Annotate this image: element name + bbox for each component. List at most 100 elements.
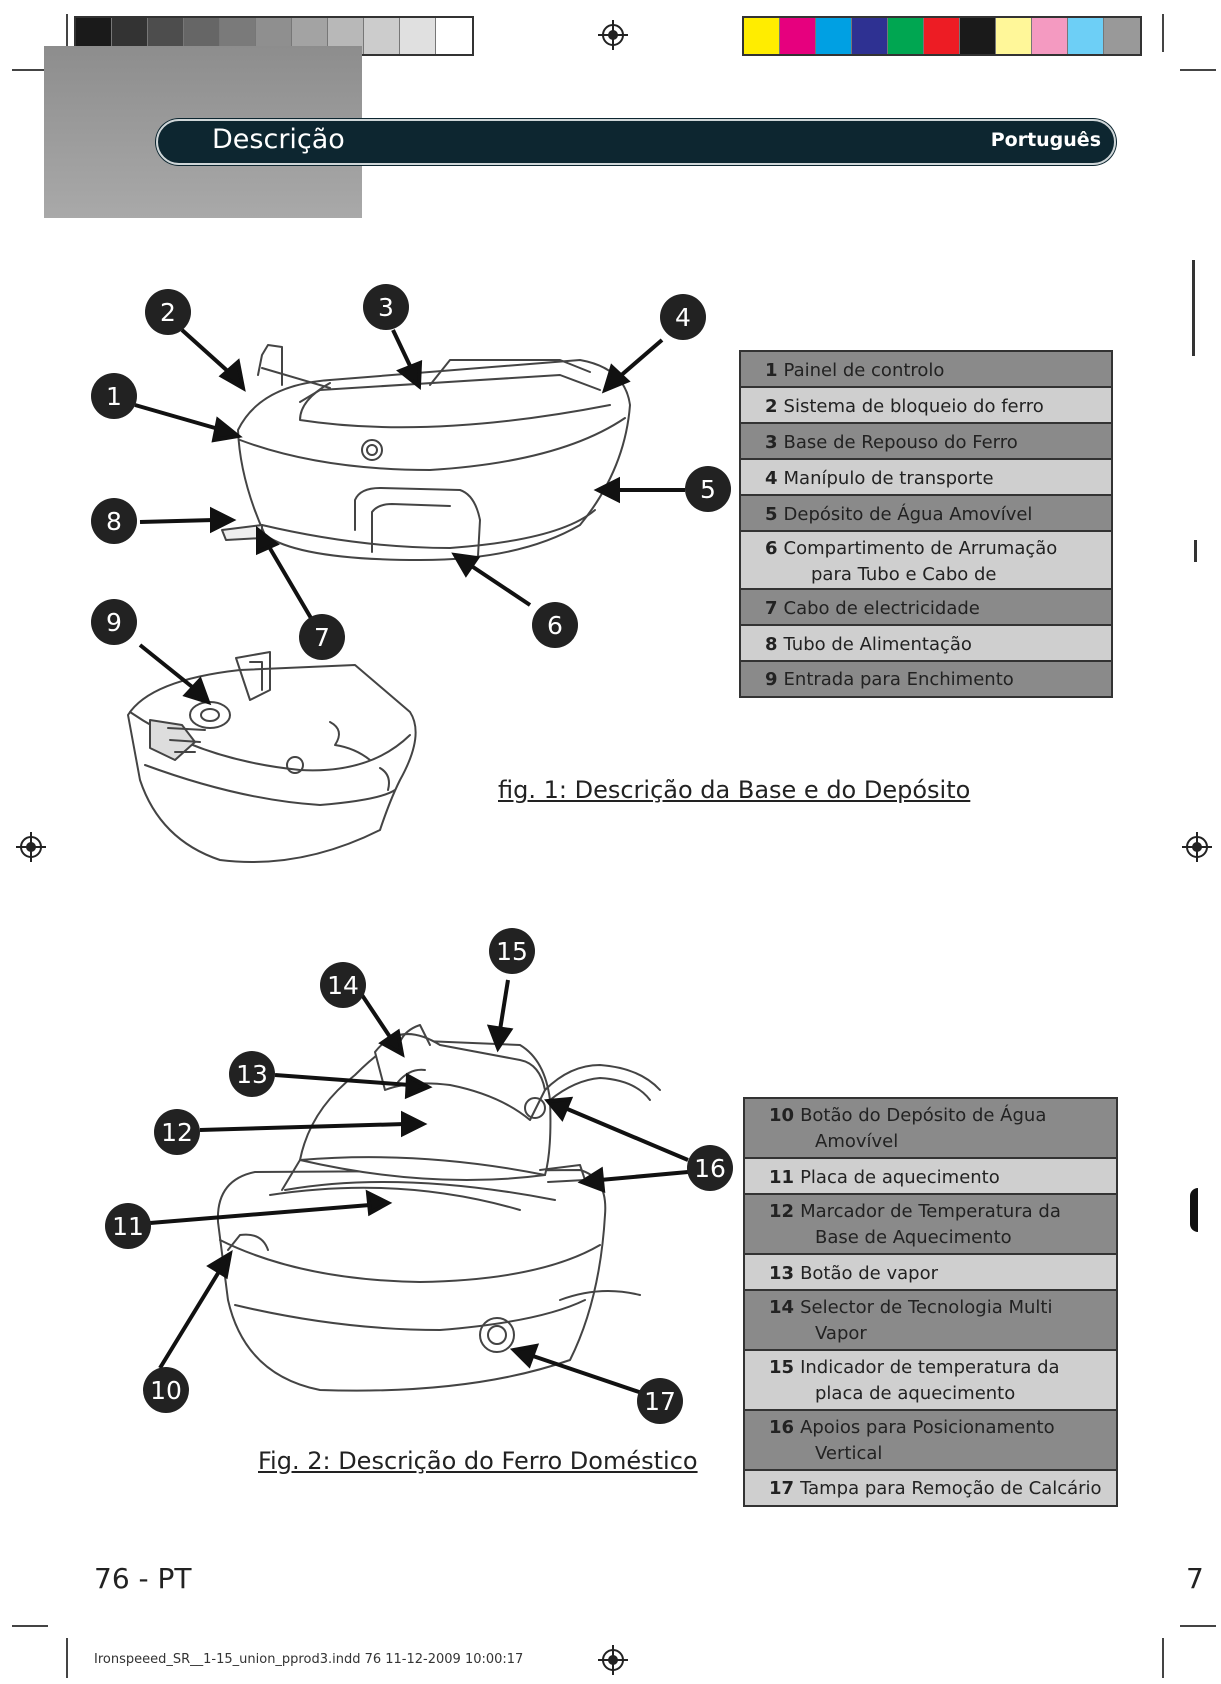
- svg-text:3: 3: [378, 293, 394, 322]
- bleed-fragment: [1194, 540, 1197, 562]
- svg-text:11: 11: [112, 1212, 144, 1241]
- part-number: 3: [765, 432, 778, 453]
- callout-badge: 1: [91, 373, 137, 419]
- callout-badge: 16: [687, 1145, 733, 1191]
- calibration-swatch: [744, 18, 780, 54]
- callout-badge: 15: [489, 928, 535, 974]
- bleed-fragment: [1192, 260, 1195, 356]
- part-number: 15: [769, 1357, 795, 1378]
- figure-1-base-illustration: 1 2 3 4 5 6 7 8 9: [0, 0, 740, 880]
- part-number: 10: [769, 1105, 795, 1126]
- part-number: 5: [765, 504, 778, 525]
- calibration-swatch: [364, 18, 400, 54]
- part-label: Tubo de Alimentação: [783, 634, 972, 655]
- part-number: 16: [769, 1417, 795, 1438]
- crop-mark: [1162, 14, 1164, 52]
- part-label: Painel de controlo: [783, 360, 945, 381]
- part-label: Indicador de temperatura da: [800, 1357, 1060, 1378]
- callout-badge: 3: [363, 284, 409, 330]
- part-label: Marcador de Temperatura da: [800, 1201, 1061, 1222]
- svg-text:2: 2: [160, 298, 176, 327]
- part-label-continued: Amovível: [815, 1131, 899, 1152]
- part-label: Cabo de electricidade: [783, 598, 980, 619]
- svg-text:17: 17: [644, 1387, 676, 1416]
- part-label: Entrada para Enchimento: [783, 669, 1014, 690]
- svg-text:16: 16: [694, 1154, 726, 1183]
- calibration-swatch: [1104, 18, 1140, 54]
- part-label: Sistema de bloqueio do ferro: [783, 396, 1044, 417]
- callout-badge: 14: [320, 962, 366, 1008]
- calibration-swatch: [1032, 18, 1068, 54]
- registration-mark-icon: [1182, 832, 1212, 862]
- part-number: 9: [765, 669, 778, 690]
- part-number: 13: [769, 1263, 795, 1284]
- part-number: 17: [769, 1478, 795, 1499]
- part-number: 14: [769, 1297, 795, 1318]
- svg-text:6: 6: [547, 611, 563, 640]
- crop-mark: [12, 1625, 48, 1627]
- part-label: Manípulo de transporte: [783, 468, 994, 489]
- crop-mark: [66, 14, 68, 52]
- section-header-bar: [156, 119, 1116, 165]
- part-label-continued: placa de aquecimento: [815, 1383, 1016, 1404]
- part-number: 2: [765, 396, 778, 417]
- iron-drawing: [216, 1024, 661, 1392]
- svg-text:8: 8: [106, 507, 122, 536]
- part-label-continued: Base de Aquecimento: [815, 1227, 1012, 1248]
- svg-text:12: 12: [161, 1118, 193, 1147]
- svg-text:1: 1: [106, 382, 122, 411]
- callout-badge: 12: [154, 1109, 200, 1155]
- callout-badge: 17: [637, 1378, 683, 1424]
- fig2-caption: Fig. 2: Descrição do Ferro Doméstico: [258, 1447, 698, 1475]
- fig1-caption: fig. 1: Descrição da Base e do Depósito: [498, 776, 971, 804]
- callout-badges: 1 2 3 4 5 6 7 8 9: [91, 284, 731, 660]
- base-drawing: [127, 344, 631, 863]
- part-label: Tampa para Remoção de Calcário: [800, 1478, 1102, 1499]
- svg-text:14: 14: [327, 971, 359, 1000]
- registration-mark-icon: [16, 832, 46, 862]
- part-label: Apoios para Posicionamento: [800, 1417, 1055, 1438]
- svg-text:9: 9: [106, 608, 122, 637]
- part-label-continued: Vapor: [815, 1323, 867, 1344]
- part-number: 7: [765, 598, 778, 619]
- page-number: 76 - PT: [94, 1562, 192, 1595]
- calibration-swatch: [400, 18, 436, 54]
- calibration-swatch: [436, 18, 472, 54]
- callout-badges: 10 11 12 13 14 15 16 17: [105, 928, 733, 1424]
- callout-badge: 6: [532, 602, 578, 648]
- part-label: Placa de aquecimento: [800, 1167, 1000, 1188]
- language-label: Português: [990, 129, 1101, 151]
- section-title: Descrição: [212, 124, 345, 155]
- callout-badge: 11: [105, 1203, 151, 1249]
- svg-text:7: 7: [314, 623, 330, 652]
- part-label: Botão de vapor: [800, 1263, 938, 1284]
- part-number: 4: [765, 468, 778, 489]
- svg-text:13: 13: [236, 1060, 268, 1089]
- callout-badge: 13: [229, 1051, 275, 1097]
- part-label: Botão do Depósito de Água: [800, 1105, 1047, 1126]
- part-number: 11: [769, 1167, 795, 1188]
- calibration-swatch: [924, 18, 960, 54]
- calibration-swatch: [996, 18, 1032, 54]
- crop-mark: [1180, 1625, 1216, 1627]
- callout-badge: 5: [685, 466, 731, 512]
- color-calibration-bar: [742, 16, 1142, 56]
- callout-leaders: [134, 328, 685, 706]
- svg-text:15: 15: [496, 937, 528, 966]
- svg-text:4: 4: [675, 303, 691, 332]
